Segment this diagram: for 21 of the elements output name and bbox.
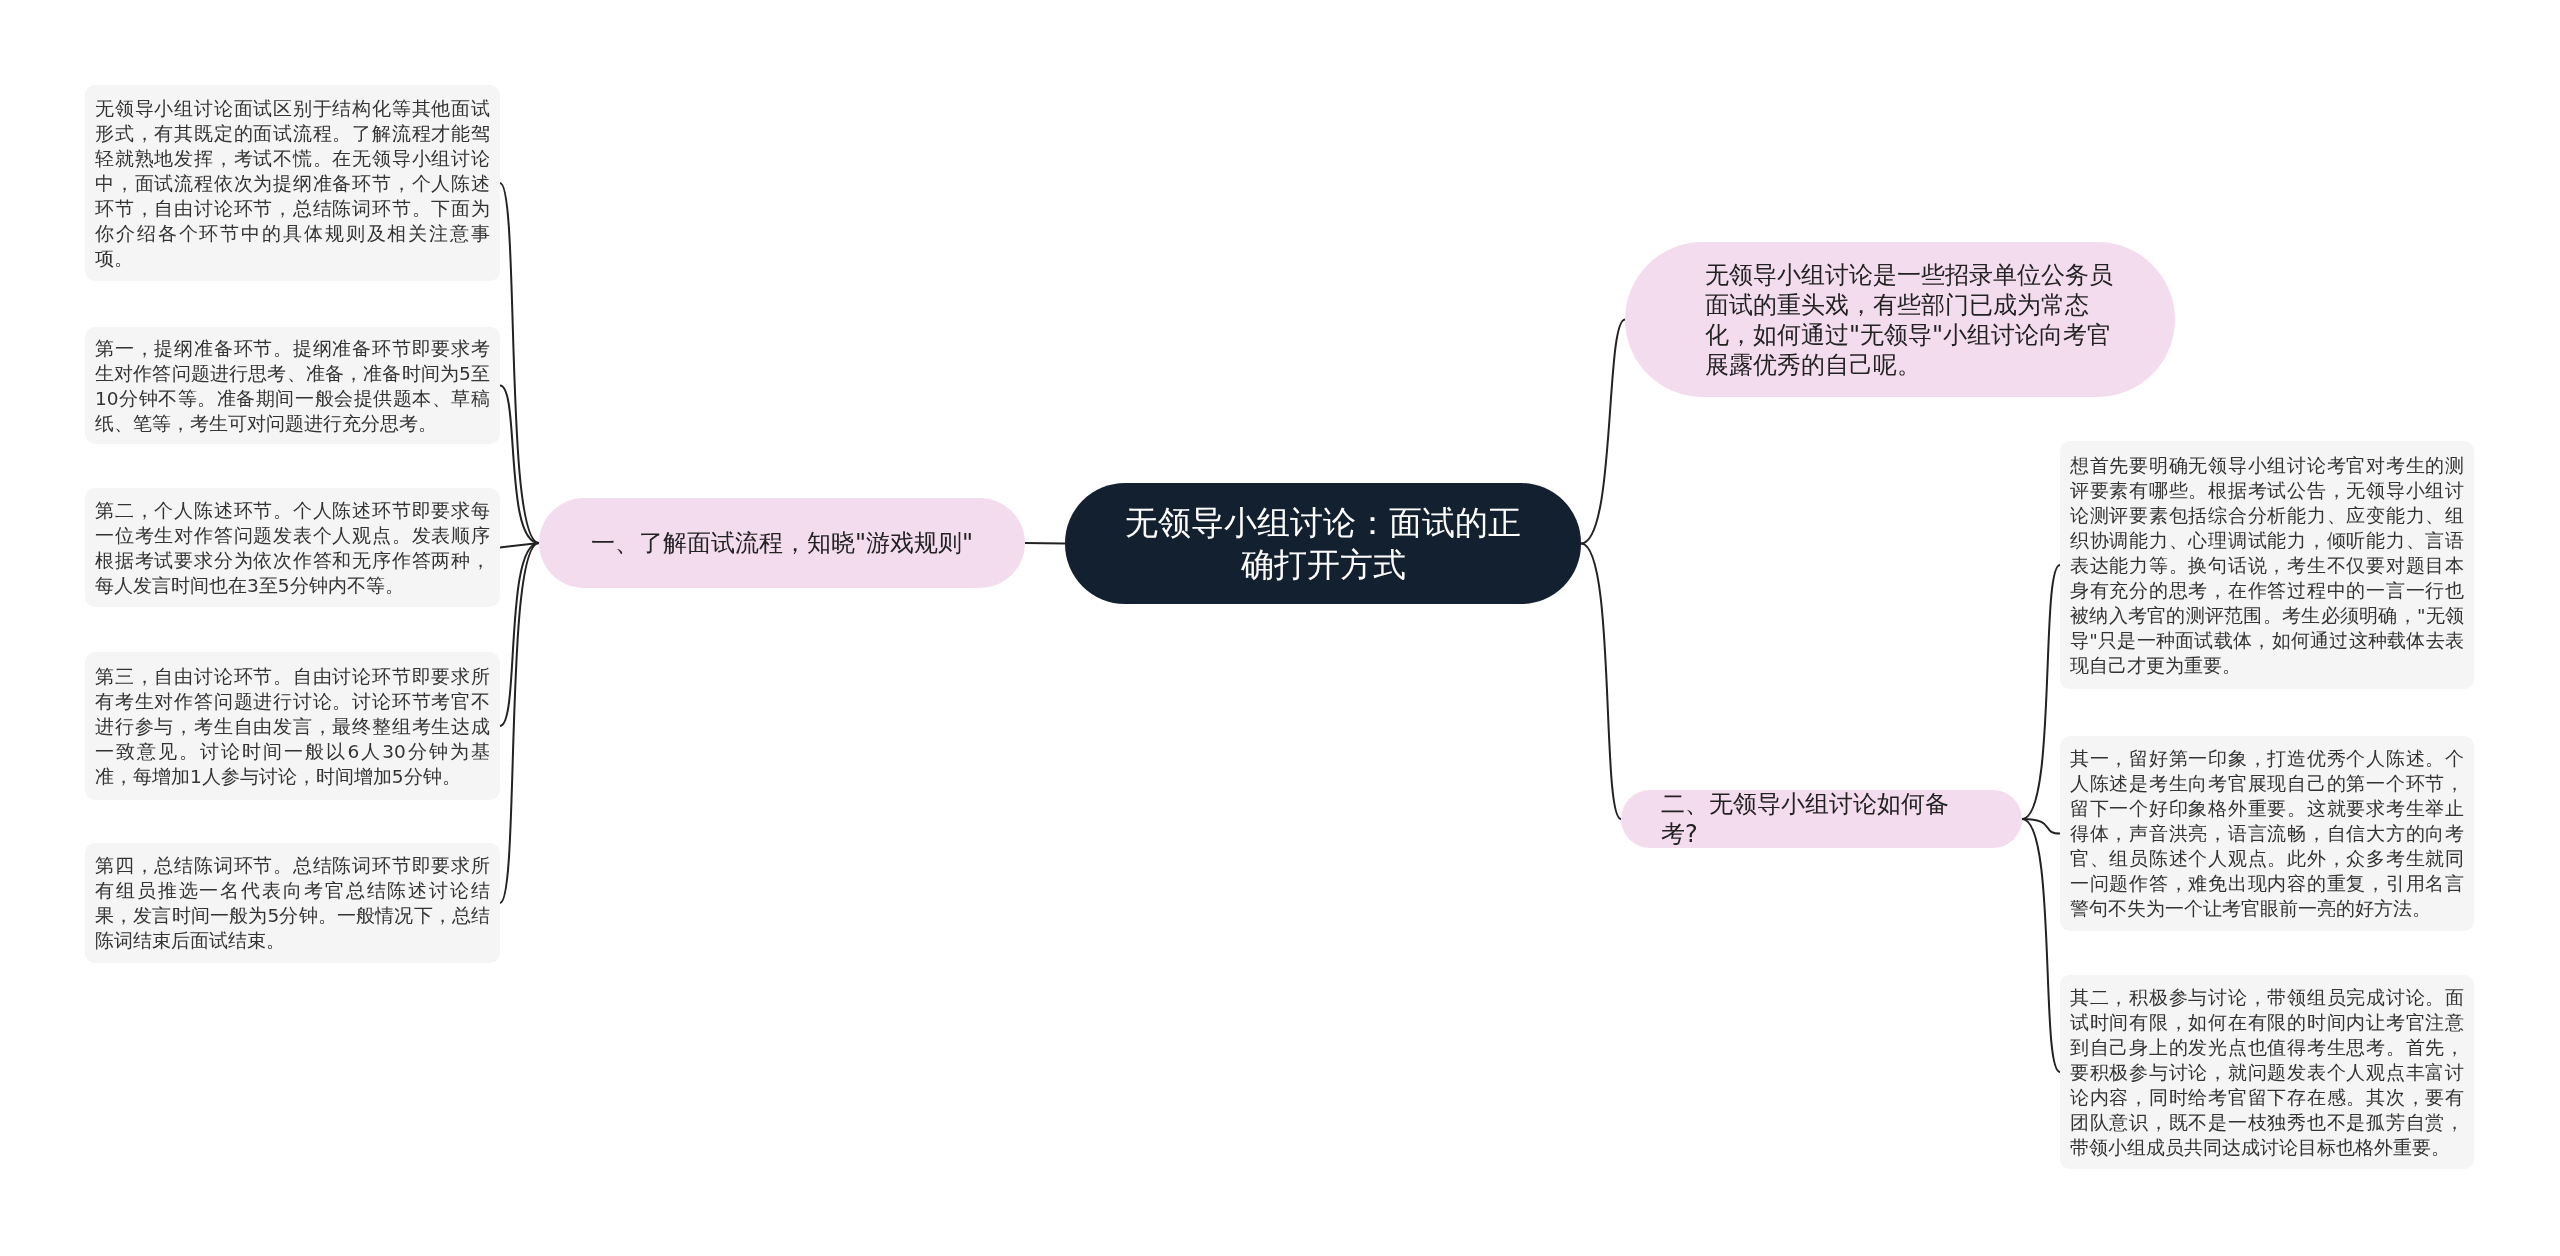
connector-line: [2021, 564, 2061, 820]
text-card: 其二，积极参与讨论，带领组员完成讨论。面试时间有限，如何在有限的时间内让考官注意到自己身上的发光点也值得考生思考。首先，要积极参与讨论，就问题发表个人观点丰富讨论内容，同时给考官留下存在感。其次，要有团队意识，既不是一枝独秀也不是孤芳自赏，带领小组成员共同达成讨论目标也格外重要。: [2060, 975, 2474, 1169]
connector-line: [1580, 318, 1626, 545]
text-card: 第一，提纲准备环节。提纲准备环节即要求考生对作答问题进行思考、准备，准备时间为5至10分钟不等。准备期间一般会提供题本、草稿纸、笔等，考生可对问题进行充分思考。: [85, 327, 500, 444]
text-card: 第三，自由讨论环节。自由讨论环节即要求所有考生对作答问题进行讨论。讨论环节考官不进行参与，考生自由发言，最终整组考生达成一致意见。讨论时间一般以6人30分钟为基准，每增加1人参与讨论，时间增加5分钟。: [85, 652, 500, 800]
connector-line: [1580, 542, 1622, 820]
branch-bubble: 一、了解面试流程，知晓"游戏规则": [539, 498, 1025, 588]
connector-line: [2021, 818, 2061, 1073]
connector-line: [499, 182, 540, 544]
text-card: 无领导小组讨论面试区别于结构化等其他面试形式，有其既定的面试流程。了解流程才能驾轻就熟地发挥，考试不慌。在无领导小组讨论中，面试流程依次为提纲准备环节，个人陈述环节，自由讨论环节，总结陈词环节。下面为你介绍各个环节中的具体规则及相关注意事项。: [85, 85, 500, 281]
branch-bubble: 无领导小组讨论是一些招录单位公务员面试的重头戏，有些部门已成为常态化，如何通过"无领导"小组讨论向考官展露优秀的自己呢。: [1625, 242, 2175, 397]
connector-line: [499, 542, 540, 904]
topic-box: 无领导小组讨论：面试的正确打开方式: [1065, 483, 1581, 604]
connector-line: [499, 542, 540, 727]
text-card: 其一，留好第一印象，打造优秀个人陈述。个人陈述是考生向考官展现自己的第一个环节，留下一个好印象格外重要。这就要求考生举止得体，声音洪亮，语言流畅，自信大方的向考官、组员陈述个人观点。此外，众多考生就同一问题作答，难免出现内容的重复，引用名言警句不失为一个让考官眼前一亮的好方法。: [2060, 736, 2474, 931]
connector-line: [1024, 542, 1066, 545]
branch-bubble: 二、无领导小组讨论如何备考?: [1621, 790, 2022, 848]
connector-line: [2021, 818, 2061, 835]
text-card: 想首先要明确无领导小组讨论考官对考生的测评要素有哪些。根据考试公告，无领导小组讨论测评要素包括综合分析能力、应变能力、组织协调能力、心理调试能力，倾听能力、言语表达能力等。换句话说，考生不仅要对题目本身有充分的思考，在作答过程中的一言一行也被纳入考官的测评范围。考生必须明确，"无领导"只是一种面试载体，如何通过这种载体去表现自己才更为重要。: [2060, 441, 2474, 689]
text-card: 第四，总结陈词环节。总结陈词环节即要求所有组员推选一名代表向考官总结陈述讨论结果，发言时间一般为5分钟。一般情况下，总结陈词结束后面试结束。: [85, 843, 500, 963]
text-card: 第二，个人陈述环节。个人陈述环节即要求每一位考生对作答问题发表个人观点。发表顺序根据考试要求分为依次作答和无序作答两种，每人发言时间也在3至5分钟内不等。: [85, 488, 500, 607]
